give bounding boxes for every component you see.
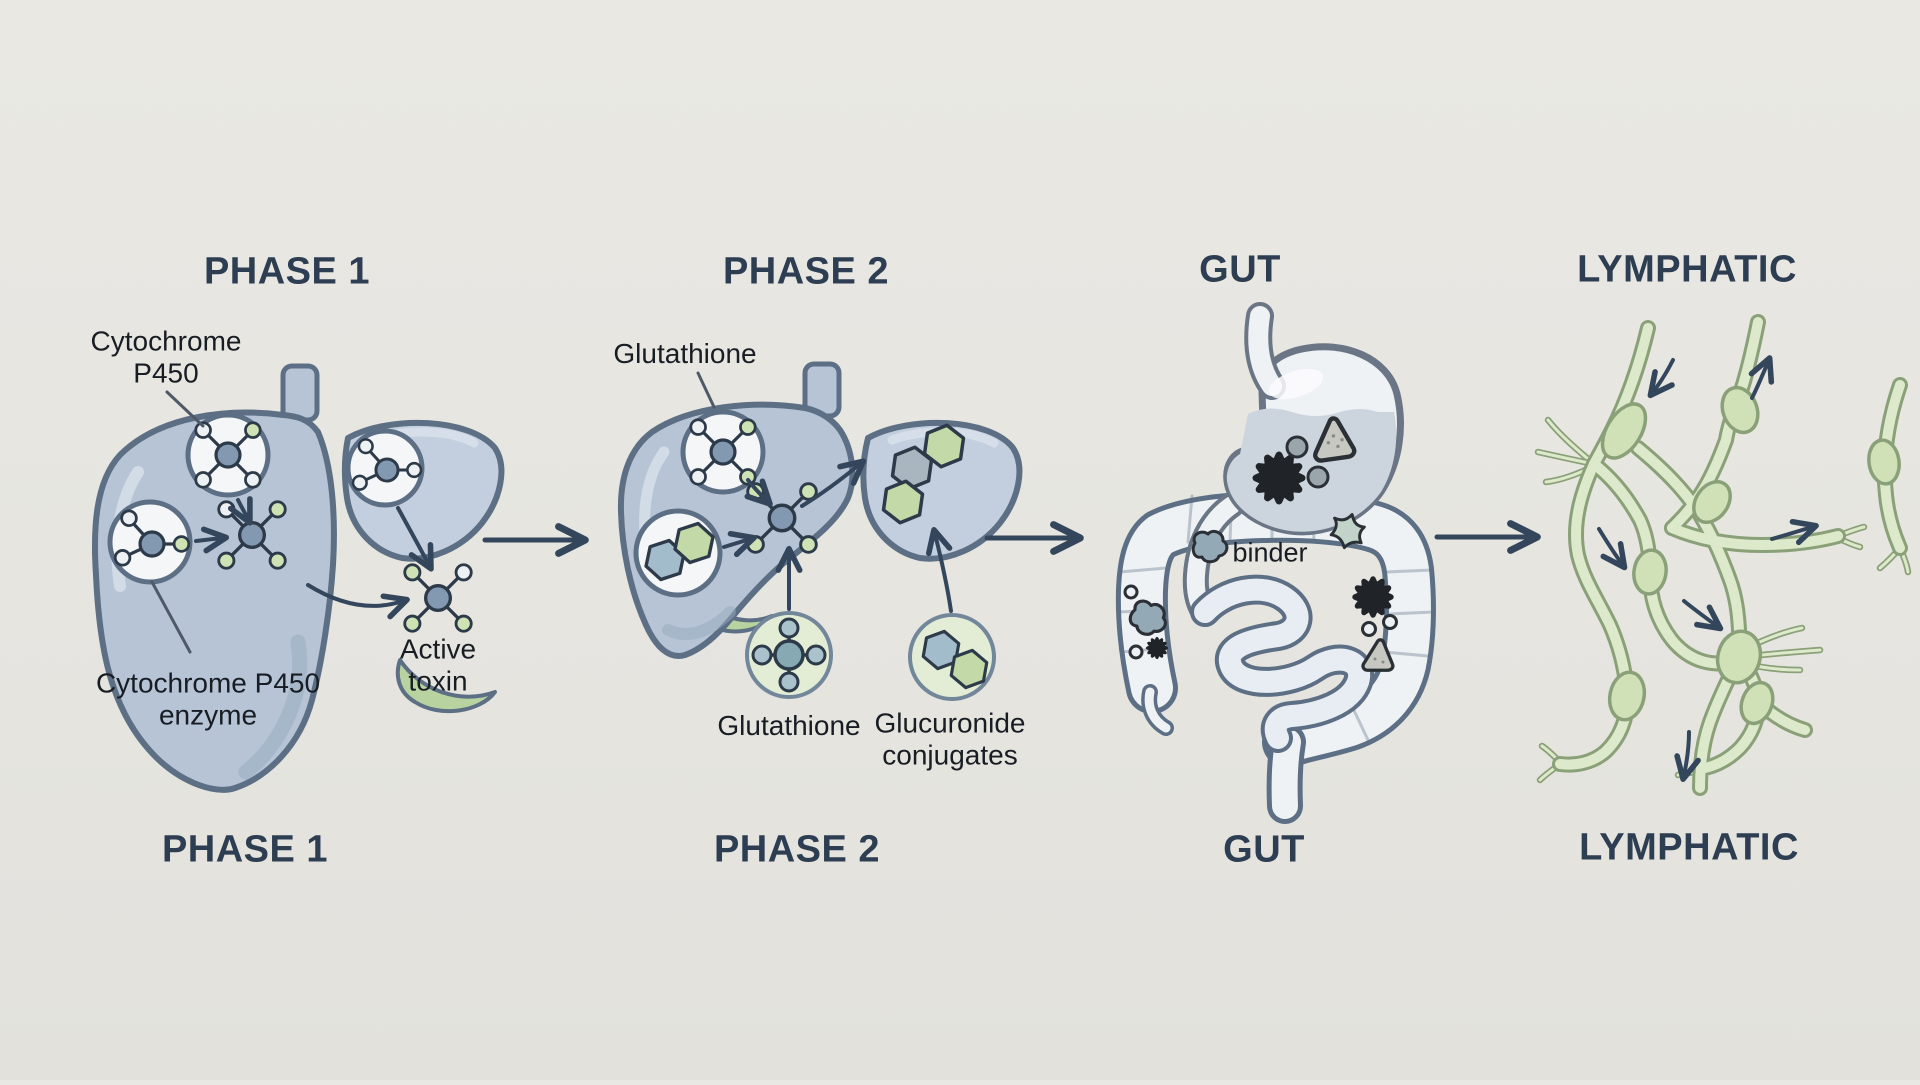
- callout-line2: P450: [133, 358, 199, 389]
- lymph-node-icon: [1600, 385, 1901, 726]
- label-line2: enzyme: [158, 700, 258, 731]
- callout-line: [165, 390, 205, 428]
- label-line1: Cytochrome P450: [95, 667, 321, 699]
- label-line2: conjugates: [882, 740, 1018, 771]
- particle-icon: [1123, 584, 1139, 600]
- particle-icon: [1285, 435, 1309, 459]
- particle-icon: [1306, 465, 1330, 489]
- particle-icon: [1382, 614, 1398, 630]
- particle-icon: [1128, 644, 1144, 660]
- reaction-arrow-icon: [722, 531, 757, 558]
- callout-line: [696, 371, 716, 409]
- hepatic-vein-stub-icon: [280, 363, 320, 423]
- glutathione-circle-label: Glutathione: [717, 709, 861, 741]
- binder-label: binder: [1232, 537, 1308, 568]
- reaction-arrow-icon: [227, 496, 253, 526]
- label-line2: toxin: [408, 666, 468, 697]
- phase2-top-title: PHASE 2: [722, 250, 890, 293]
- phase1-liver-icon: [91, 363, 505, 793]
- reaction-arrow-icon: [744, 478, 773, 507]
- glucuronide-conjugates-label: Glucuronide conjugates: [875, 708, 1026, 773]
- lymph-flow-arrow-icon: [1597, 355, 1819, 782]
- toxin-molecule-icon: [113, 509, 191, 567]
- phase1-top-title: PHASE 1: [203, 250, 371, 293]
- binder-particle-icon: [1310, 416, 1354, 461]
- lymphatic-network-icon: [1534, 322, 1912, 788]
- binder-particle-icon: [1191, 529, 1229, 564]
- gut-bottom-title: GUT: [1223, 828, 1305, 871]
- reaction-arrow-icon: [194, 526, 230, 554]
- lymphatic-top-title: LYMPHATIC: [1577, 248, 1797, 291]
- toxin-molecule-icon: [351, 438, 423, 491]
- gallbladder-icon: [395, 658, 497, 714]
- phase2-bottom-title: PHASE 2: [713, 828, 881, 871]
- callout-line: [150, 580, 192, 654]
- label-line1: Active: [399, 633, 477, 665]
- reaction-arrow-icon: [800, 458, 867, 508]
- glutathione-callout: Glutathione: [613, 337, 757, 369]
- cytochrome-p450-callout: Cytochrome P450: [91, 326, 242, 391]
- gut-icon: [1118, 316, 1434, 806]
- lymphatic-bottom-title: LYMPHATIC: [1579, 826, 1799, 869]
- phase2-liver-icon: [617, 361, 1023, 659]
- particle-icon: [1361, 621, 1377, 637]
- glucuronide-supplement-icon: [908, 527, 996, 701]
- label-line1: Glucuronide: [874, 707, 1026, 739]
- phase1-bottom-title: PHASE 1: [161, 828, 329, 871]
- glutathione-supplement-icon: [745, 545, 833, 699]
- cytochrome-p450-enzyme-label: Cytochrome P450 enzyme: [96, 668, 320, 733]
- supply-arrow-icon: [925, 527, 953, 613]
- active-toxin-molecule-icon: [403, 563, 473, 633]
- reaction-arrow-icon: [396, 506, 434, 572]
- callout-line1: Cytochrome: [90, 325, 242, 357]
- release-arrow-icon: [306, 583, 410, 620]
- active-toxin-label: Active toxin: [400, 634, 476, 699]
- activated-toxin-molecule-icon: [217, 500, 287, 570]
- gut-top-title: GUT: [1199, 248, 1281, 291]
- stomach-icon: [1223, 316, 1404, 536]
- binder-particle-icon: [1361, 638, 1395, 672]
- toxin-molecule-icon: [194, 421, 262, 489]
